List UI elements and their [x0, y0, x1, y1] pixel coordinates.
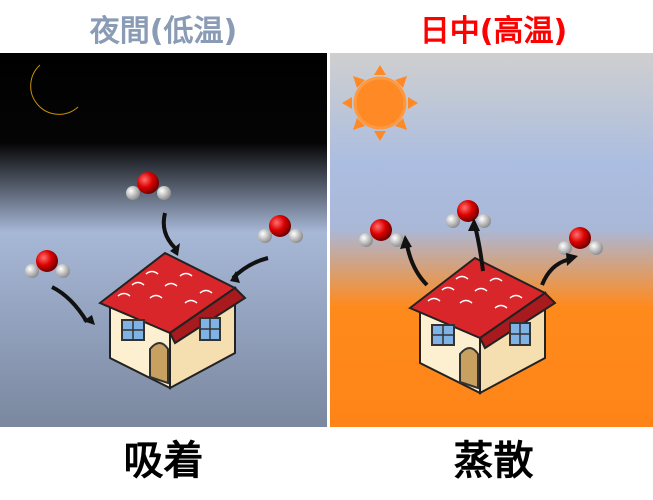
panel-divider [327, 53, 330, 427]
night-panel [0, 53, 327, 427]
day-title: 日中(高温) [419, 14, 568, 49]
moon-icon [30, 64, 79, 115]
day-caption: 蒸散 [453, 438, 534, 484]
night-caption: 吸着 [123, 438, 204, 484]
sun-icon [342, 65, 418, 141]
day-panel [330, 53, 653, 427]
night-title: 夜間(低温) [89, 14, 238, 49]
